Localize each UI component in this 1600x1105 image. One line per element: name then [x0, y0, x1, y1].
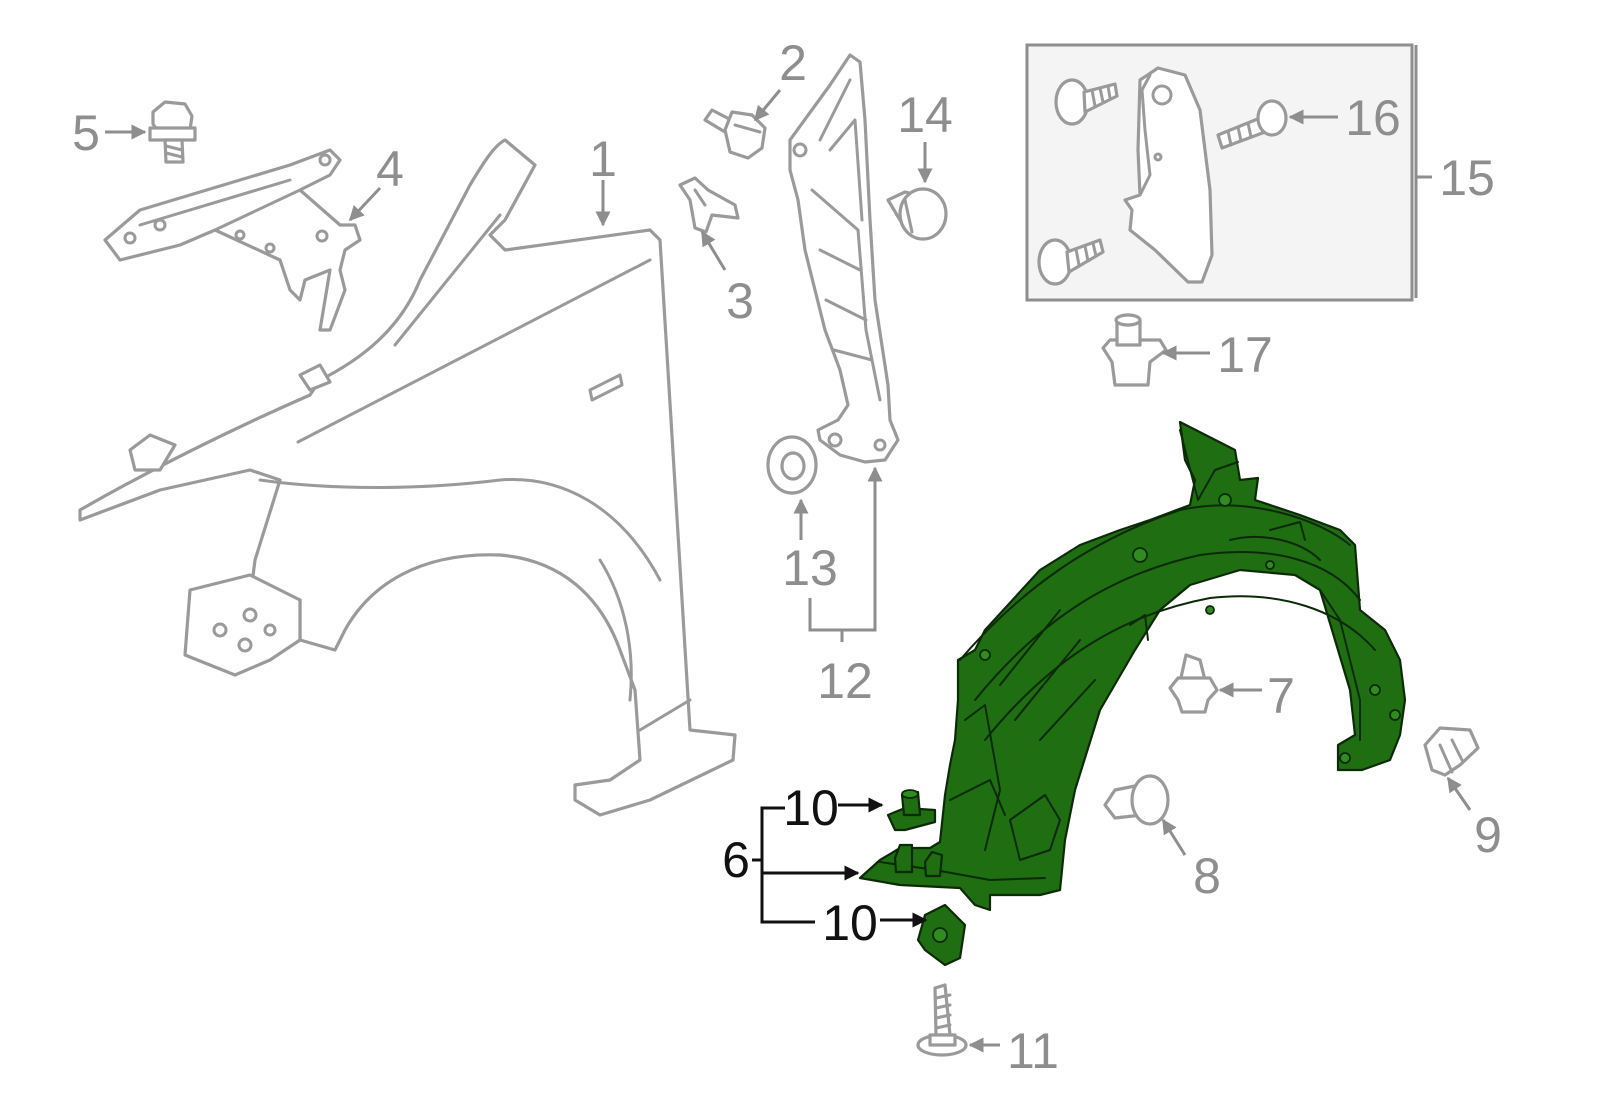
leader-lines-highlight — [752, 797, 928, 928]
callout-13: 13 — [782, 540, 838, 596]
callout-labels: 1 2 3 4 5 6 7 8 9 10 10 11 12 13 14 15 1… — [72, 35, 1502, 1079]
bracket-part — [103, 148, 362, 332]
callout-14: 14 — [897, 87, 953, 143]
callout-3: 3 — [726, 273, 754, 329]
callout-17: 17 — [1217, 327, 1273, 383]
callout-1: 1 — [589, 131, 617, 187]
callout-15: 15 — [1439, 150, 1495, 206]
leader-lines — [105, 45, 1472, 1053]
callout-8: 8 — [1193, 848, 1221, 904]
callout-2: 2 — [779, 35, 807, 91]
callout-12: 12 — [817, 653, 873, 709]
bolt-part-5 — [148, 100, 197, 164]
bolt-part-2 — [703, 108, 767, 160]
nut-part-10-upper — [886, 789, 937, 832]
bracket-part-12 — [788, 53, 900, 464]
nut-part-10-lower — [916, 903, 967, 967]
plug-part-14 — [886, 187, 948, 241]
callout-10-lower: 10 — [822, 895, 878, 951]
callout-9: 9 — [1474, 807, 1502, 863]
callout-5: 5 — [72, 105, 100, 161]
clip-part-3 — [678, 176, 740, 234]
washer-part-13 — [766, 435, 818, 495]
pin-part-8 — [1103, 774, 1170, 826]
fender-liner-part-6 — [858, 420, 1407, 912]
screw-icon — [1216, 99, 1288, 150]
screw-icon — [1037, 238, 1105, 286]
clip-part-9 — [1423, 726, 1480, 777]
callout-16: 16 — [1345, 90, 1401, 146]
fender-part — [78, 138, 737, 817]
callout-7: 7 — [1267, 668, 1295, 724]
callout-11: 11 — [1007, 1023, 1059, 1079]
screw-part-11 — [916, 983, 968, 1057]
kit-box-part-15 — [1025, 43, 1414, 302]
callout-10-upper: 10 — [783, 780, 839, 836]
callout-6: 6 — [722, 832, 750, 888]
clip-part-17 — [1101, 313, 1168, 387]
clip-part-7 — [1168, 653, 1219, 714]
callout-4: 4 — [376, 141, 404, 197]
screw-icon — [1054, 78, 1119, 126]
